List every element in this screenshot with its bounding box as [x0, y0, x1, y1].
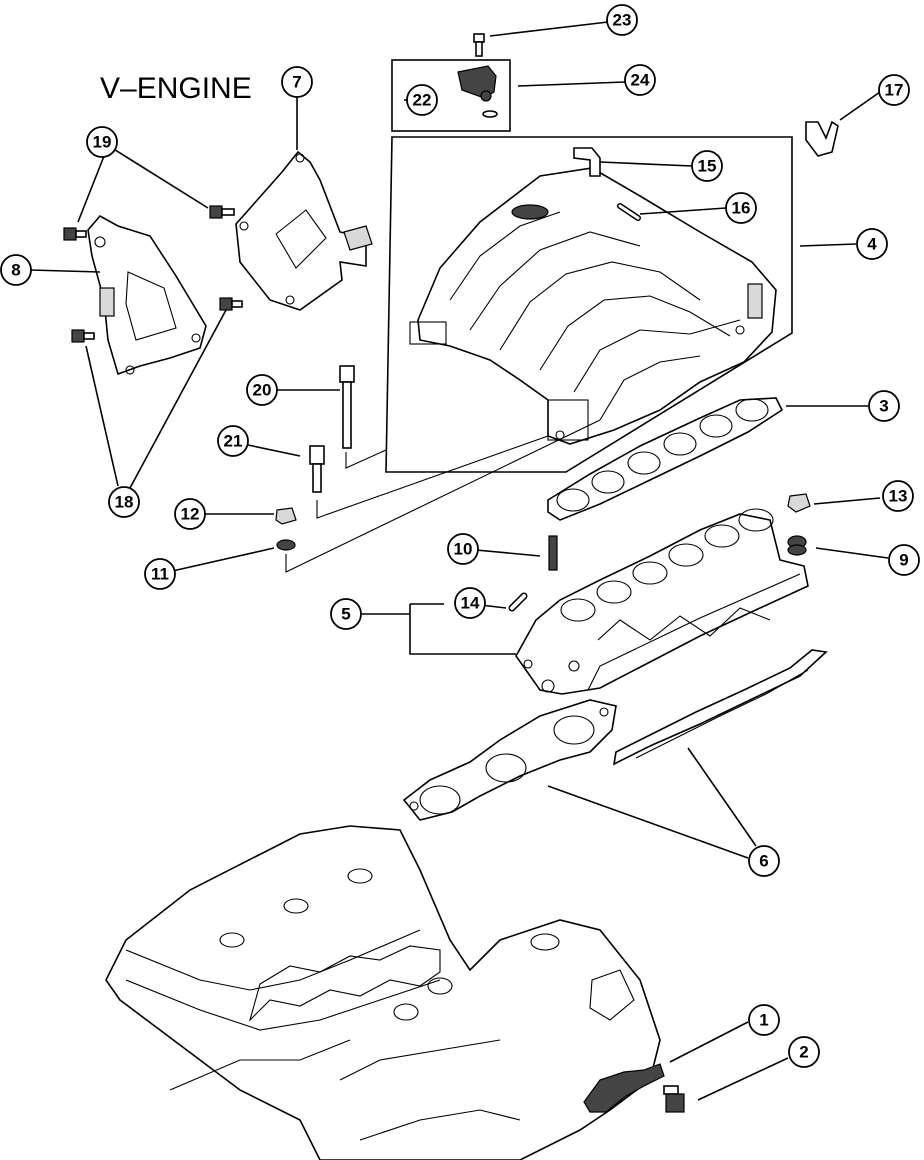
part-10-stud — [548, 535, 558, 571]
part-7-bracket — [235, 150, 373, 311]
callout-15-label: 15 — [698, 157, 717, 176]
callout-4[interactable]: 4 — [856, 228, 888, 260]
callout-3-label: 3 — [879, 397, 888, 416]
callout-20[interactable]: 20 — [246, 374, 278, 406]
part-15-hose — [573, 147, 601, 177]
callout-9-label: 9 — [899, 551, 908, 570]
callout-23[interactable]: 23 — [606, 4, 638, 36]
part-1-sensor — [583, 1063, 665, 1113]
callout-22-label: 22 — [413, 91, 432, 110]
callout-13[interactable]: 13 — [882, 480, 914, 512]
callout-18[interactable]: 18 — [108, 486, 140, 518]
part-4-upper-intake-manifold — [409, 167, 777, 445]
callout-3[interactable]: 3 — [868, 390, 900, 422]
callout-10-label: 10 — [454, 540, 473, 559]
part-5-lower-intake-manifold — [515, 508, 809, 695]
part-18-bolt-b — [219, 297, 243, 311]
callout-8-label: 8 — [11, 261, 20, 280]
callout-23-label: 23 — [613, 11, 632, 30]
part-19-bolt-a — [63, 227, 87, 241]
part-20-bolt — [339, 365, 355, 449]
part-12-nut — [275, 507, 297, 525]
callout-9[interactable]: 9 — [888, 544, 920, 576]
callout-12-label: 12 — [181, 505, 200, 524]
callout-7-label: 7 — [292, 73, 301, 92]
part-23-screw — [473, 33, 485, 57]
part-19-bolt-b — [209, 205, 235, 219]
callout-21[interactable]: 21 — [217, 425, 249, 457]
callout-2[interactable]: 2 — [788, 1036, 820, 1068]
part-2-bolt — [663, 1085, 685, 1113]
callout-12[interactable]: 12 — [174, 498, 206, 530]
callout-19[interactable]: 19 — [86, 126, 118, 158]
callout-24-label: 24 — [631, 71, 650, 90]
part-21-bolt — [309, 445, 325, 493]
part-3-upper-gasket — [547, 397, 784, 521]
alignment-lines — [285, 419, 601, 573]
callout-20-label: 20 — [253, 381, 272, 400]
callout-10[interactable]: 10 — [447, 533, 479, 565]
part-18-bolt-a — [71, 329, 95, 343]
callout-5-label: 5 — [341, 605, 350, 624]
callout-14-label: 14 — [461, 594, 480, 613]
callout-17[interactable]: 17 — [878, 74, 910, 106]
engine-block — [105, 825, 661, 1160]
callout-11[interactable]: 11 — [144, 558, 176, 590]
callout-19-label: 19 — [93, 133, 112, 152]
part-6-gasket-right — [612, 649, 828, 766]
callout-8[interactable]: 8 — [0, 254, 32, 286]
callout-14[interactable]: 14 — [454, 587, 486, 619]
callout-2-label: 2 — [799, 1043, 808, 1062]
callout-6-label: 6 — [759, 852, 768, 871]
callout-1-label: 1 — [759, 1011, 768, 1030]
part-14-pin — [508, 592, 528, 612]
part-9-grommet — [787, 535, 807, 556]
part-8-bracket — [87, 214, 207, 376]
callout-13-label: 13 — [889, 487, 908, 506]
callout-16[interactable]: 16 — [725, 192, 757, 224]
part-16-pin — [617, 203, 641, 221]
part-6-gasket-left — [402, 699, 617, 821]
callout-16-label: 16 — [732, 199, 751, 218]
upper-manifold-frame — [385, 136, 793, 473]
callout-24[interactable]: 24 — [624, 64, 656, 96]
callout-5[interactable]: 5 — [330, 598, 362, 630]
callout-21-label: 21 — [224, 432, 243, 451]
callout-15[interactable]: 15 — [691, 150, 723, 182]
part-11-washer — [276, 539, 296, 551]
callout-18-label: 18 — [115, 493, 134, 512]
leader-lines — [29, 21, 889, 1101]
part-17-clip — [805, 120, 839, 157]
callout-1[interactable]: 1 — [748, 1004, 780, 1036]
callout-22[interactable]: 22 — [406, 84, 438, 116]
part-24-sensor — [457, 65, 497, 102]
sensor-inset-box — [391, 59, 511, 132]
callout-4-label: 4 — [867, 235, 877, 254]
callout-6[interactable]: 6 — [748, 845, 780, 877]
diagram-title: V–ENGINE — [100, 72, 252, 105]
part-22-o-ring — [482, 110, 498, 118]
callout-7[interactable]: 7 — [281, 66, 313, 98]
part-13-nut — [787, 493, 811, 513]
callout-17-label: 17 — [885, 81, 904, 100]
callout-11-label: 11 — [151, 565, 169, 584]
